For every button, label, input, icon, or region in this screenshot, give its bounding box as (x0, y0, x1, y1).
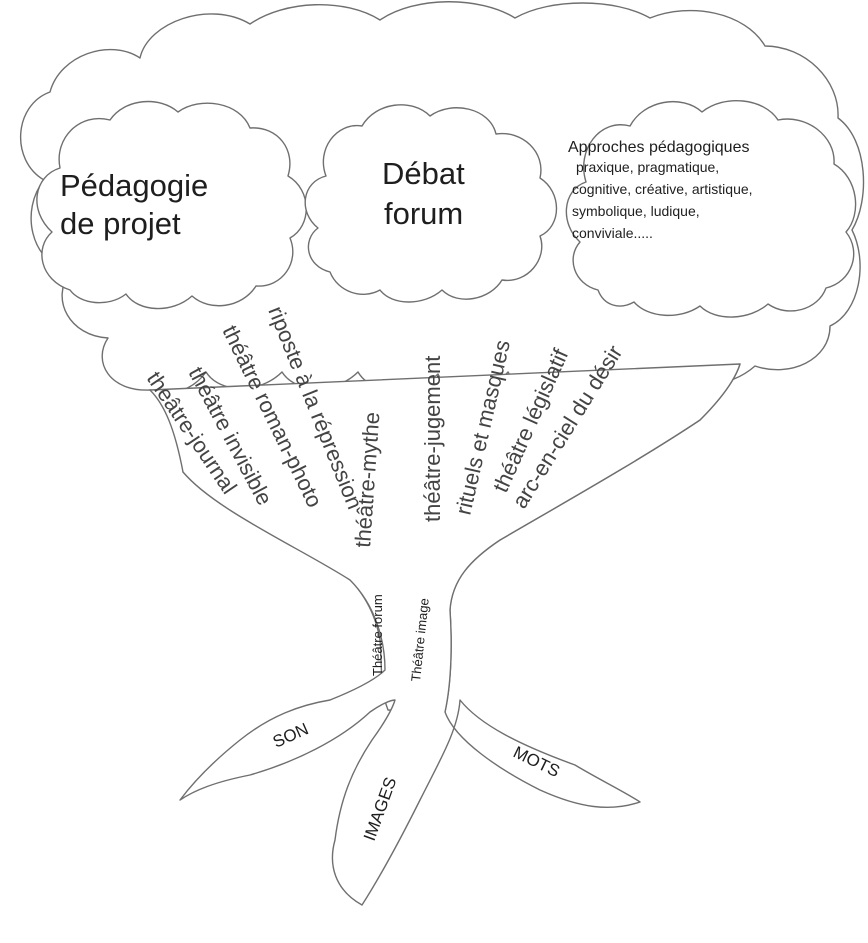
cloud-right (565, 100, 857, 318)
cloud-left-line2: de projet (60, 206, 181, 241)
trunk-base (149, 363, 741, 906)
cloud-middle-line2: forum (384, 196, 463, 231)
cloud-middle (304, 104, 558, 303)
trunk-label-forum: Théâtre forum (370, 594, 385, 676)
cloud-right-title: Approches pédagogiques (568, 139, 749, 156)
cloud-right-line-3: symbolique, ludique, (572, 203, 700, 219)
cloud-right-line-4: conviviale..... (572, 225, 653, 241)
cloud-right-line-2: cognitive, créative, artistique, (572, 181, 753, 197)
branch-label-6: théâtre-jugement (420, 356, 445, 522)
cloud-left (36, 100, 307, 310)
cloud-right-line-1: praxique, pragmatique, (576, 159, 719, 175)
cloud-middle-line1: Débat (382, 156, 465, 191)
cloud-left-line1: Pédagogie (60, 168, 208, 203)
